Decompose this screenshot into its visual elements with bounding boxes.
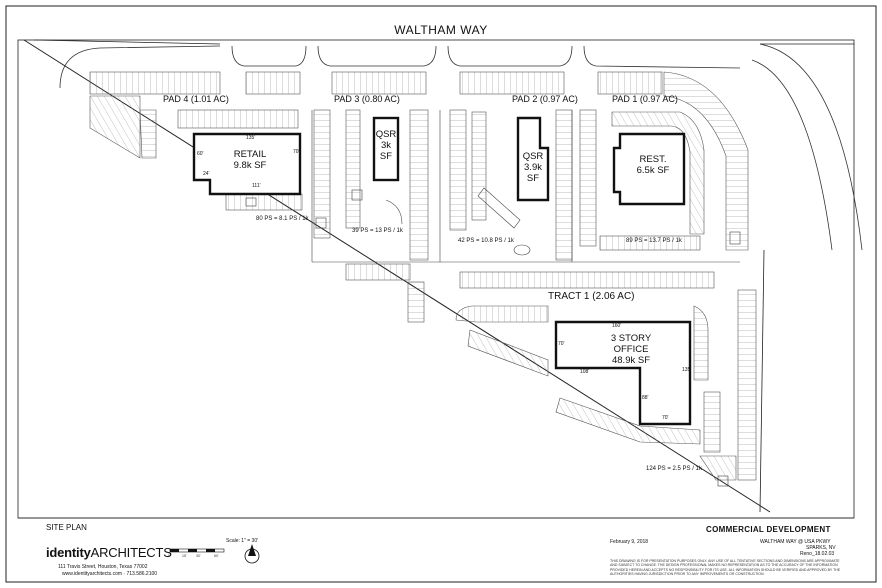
- qsr-pad2-area: 3.9k: [524, 161, 542, 173]
- qsr-pad2-unit: SF: [526, 172, 540, 184]
- qsr-pad3-building: [372, 116, 400, 182]
- office-building: [554, 320, 692, 426]
- scale-tick-60: 60': [214, 554, 219, 558]
- tract-1-label: TRACT 1 (2.06 AC): [548, 291, 635, 302]
- project-title: COMMERCIAL DEVELOPMENT: [706, 525, 831, 534]
- office-dim-left: 70': [558, 341, 565, 347]
- scale-tick-0: 0: [168, 554, 170, 558]
- pad-1-label: PAD 1 (0.97 AC): [612, 94, 678, 104]
- qsr-pad3-label: QSR 3k SF: [374, 129, 398, 163]
- rest-building: [612, 132, 686, 206]
- office-dim-notch: 108': [580, 369, 590, 375]
- street-name: WALTHAM WAY: [394, 23, 488, 37]
- retail-area: 9.8k SF: [233, 159, 267, 171]
- office-dim-bottom: 70': [662, 415, 669, 421]
- street-curb: [59, 45, 221, 89]
- retail-dim-notch: 24': [203, 171, 210, 177]
- rest-label: REST. 6.5k SF: [626, 154, 680, 177]
- firm-address: 111 Travis Street, Houston, Texas 77002: [58, 564, 148, 570]
- pad-4-label: PAD 4 (1.01 AC): [163, 94, 229, 104]
- scale-label: Scale: 1" = 30': [226, 538, 259, 544]
- rest-name: REST.: [639, 154, 667, 165]
- project-number: Reno_18.02.03: [800, 551, 835, 557]
- scale-tick-30: 30': [196, 554, 201, 558]
- scale-tick-15: 15': [182, 554, 187, 558]
- office-label: 3 STORY OFFICE 48.9k SF: [596, 333, 666, 367]
- firm-web: www.identityarchitects.com · 713.586.210…: [62, 571, 158, 577]
- retail-dim-right: 70': [293, 149, 300, 155]
- pad-2-parking: 42 PS = 10.8 PS / 1k: [458, 238, 514, 244]
- firm-logo-rest: ARCHITECTS: [90, 545, 172, 560]
- office-stories: 3 STORY: [610, 333, 652, 344]
- firm-logo: identityARCHITECTS: [46, 546, 172, 559]
- project-location-2: SPARKS, NV: [806, 545, 836, 551]
- sheet-name: SITE PLAN: [46, 523, 87, 532]
- retail-dim-left: 60': [197, 151, 204, 157]
- qsr-pad2-name: QSR: [522, 151, 544, 162]
- qsr-pad2-label: QSR 3.9k SF: [518, 151, 548, 185]
- office-dim-right: 135': [682, 367, 692, 373]
- pad-2-label: PAD 2 (0.97 AC): [512, 94, 578, 104]
- qsr-pad3-area: 3k: [380, 139, 392, 151]
- pad-1-parking: 89 PS = 13.7 PS / 1k: [626, 238, 682, 244]
- tract-parking: 124 PS = 2.5 PS / 1k: [646, 466, 702, 472]
- office-dim-inner: 88': [642, 395, 649, 401]
- pad-3-parking: 39 PS = 13 PS / 1k: [352, 228, 403, 234]
- east-road-curve: [759, 43, 863, 251]
- qsr-pad3-unit: SF: [379, 150, 393, 162]
- retail-building: [192, 132, 302, 196]
- retail-label: RETAIL 9.8k SF: [222, 149, 278, 172]
- retail-dim-top: 135': [246, 135, 256, 141]
- project-date: February 9, 2018: [610, 539, 649, 545]
- office-name: OFFICE: [613, 343, 649, 355]
- rest-area: 6.5k SF: [636, 164, 670, 176]
- retail-dim-bottom: 111': [252, 183, 261, 189]
- project-location-1: WALTHAM WAY @ USA PKWY: [760, 539, 831, 545]
- retail-name: RETAIL: [233, 149, 267, 160]
- office-area: 48.9k SF: [611, 354, 651, 366]
- office-dim-top: 160': [612, 323, 622, 329]
- north-arrow-icon: N: [249, 557, 253, 563]
- firm-logo-bold: identity: [46, 545, 91, 560]
- pad-3-label: PAD 3 (0.80 AC): [334, 94, 400, 104]
- disclaimer-text: THIS DRAWING IS FOR PRESENTATION PURPOSE…: [610, 559, 841, 577]
- qsr-pad2-building: [516, 116, 550, 202]
- pad-4-parking: 80 PS = 8.1 PS / 1k: [256, 216, 309, 222]
- qsr-pad3-name: QSR: [375, 129, 397, 140]
